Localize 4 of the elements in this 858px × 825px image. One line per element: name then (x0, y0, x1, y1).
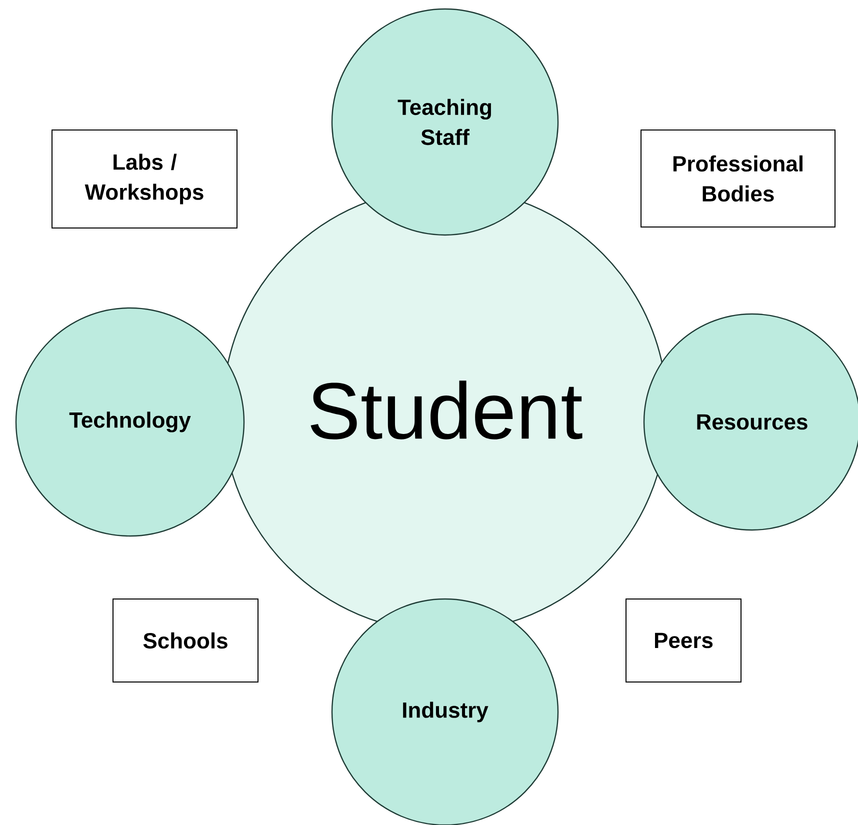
label-box: Professional Bodies (640, 130, 836, 228)
label-box: Labs / Workshops (52, 130, 238, 228)
label-box: Schools (112, 598, 258, 682)
label-box: Peers (626, 598, 742, 682)
